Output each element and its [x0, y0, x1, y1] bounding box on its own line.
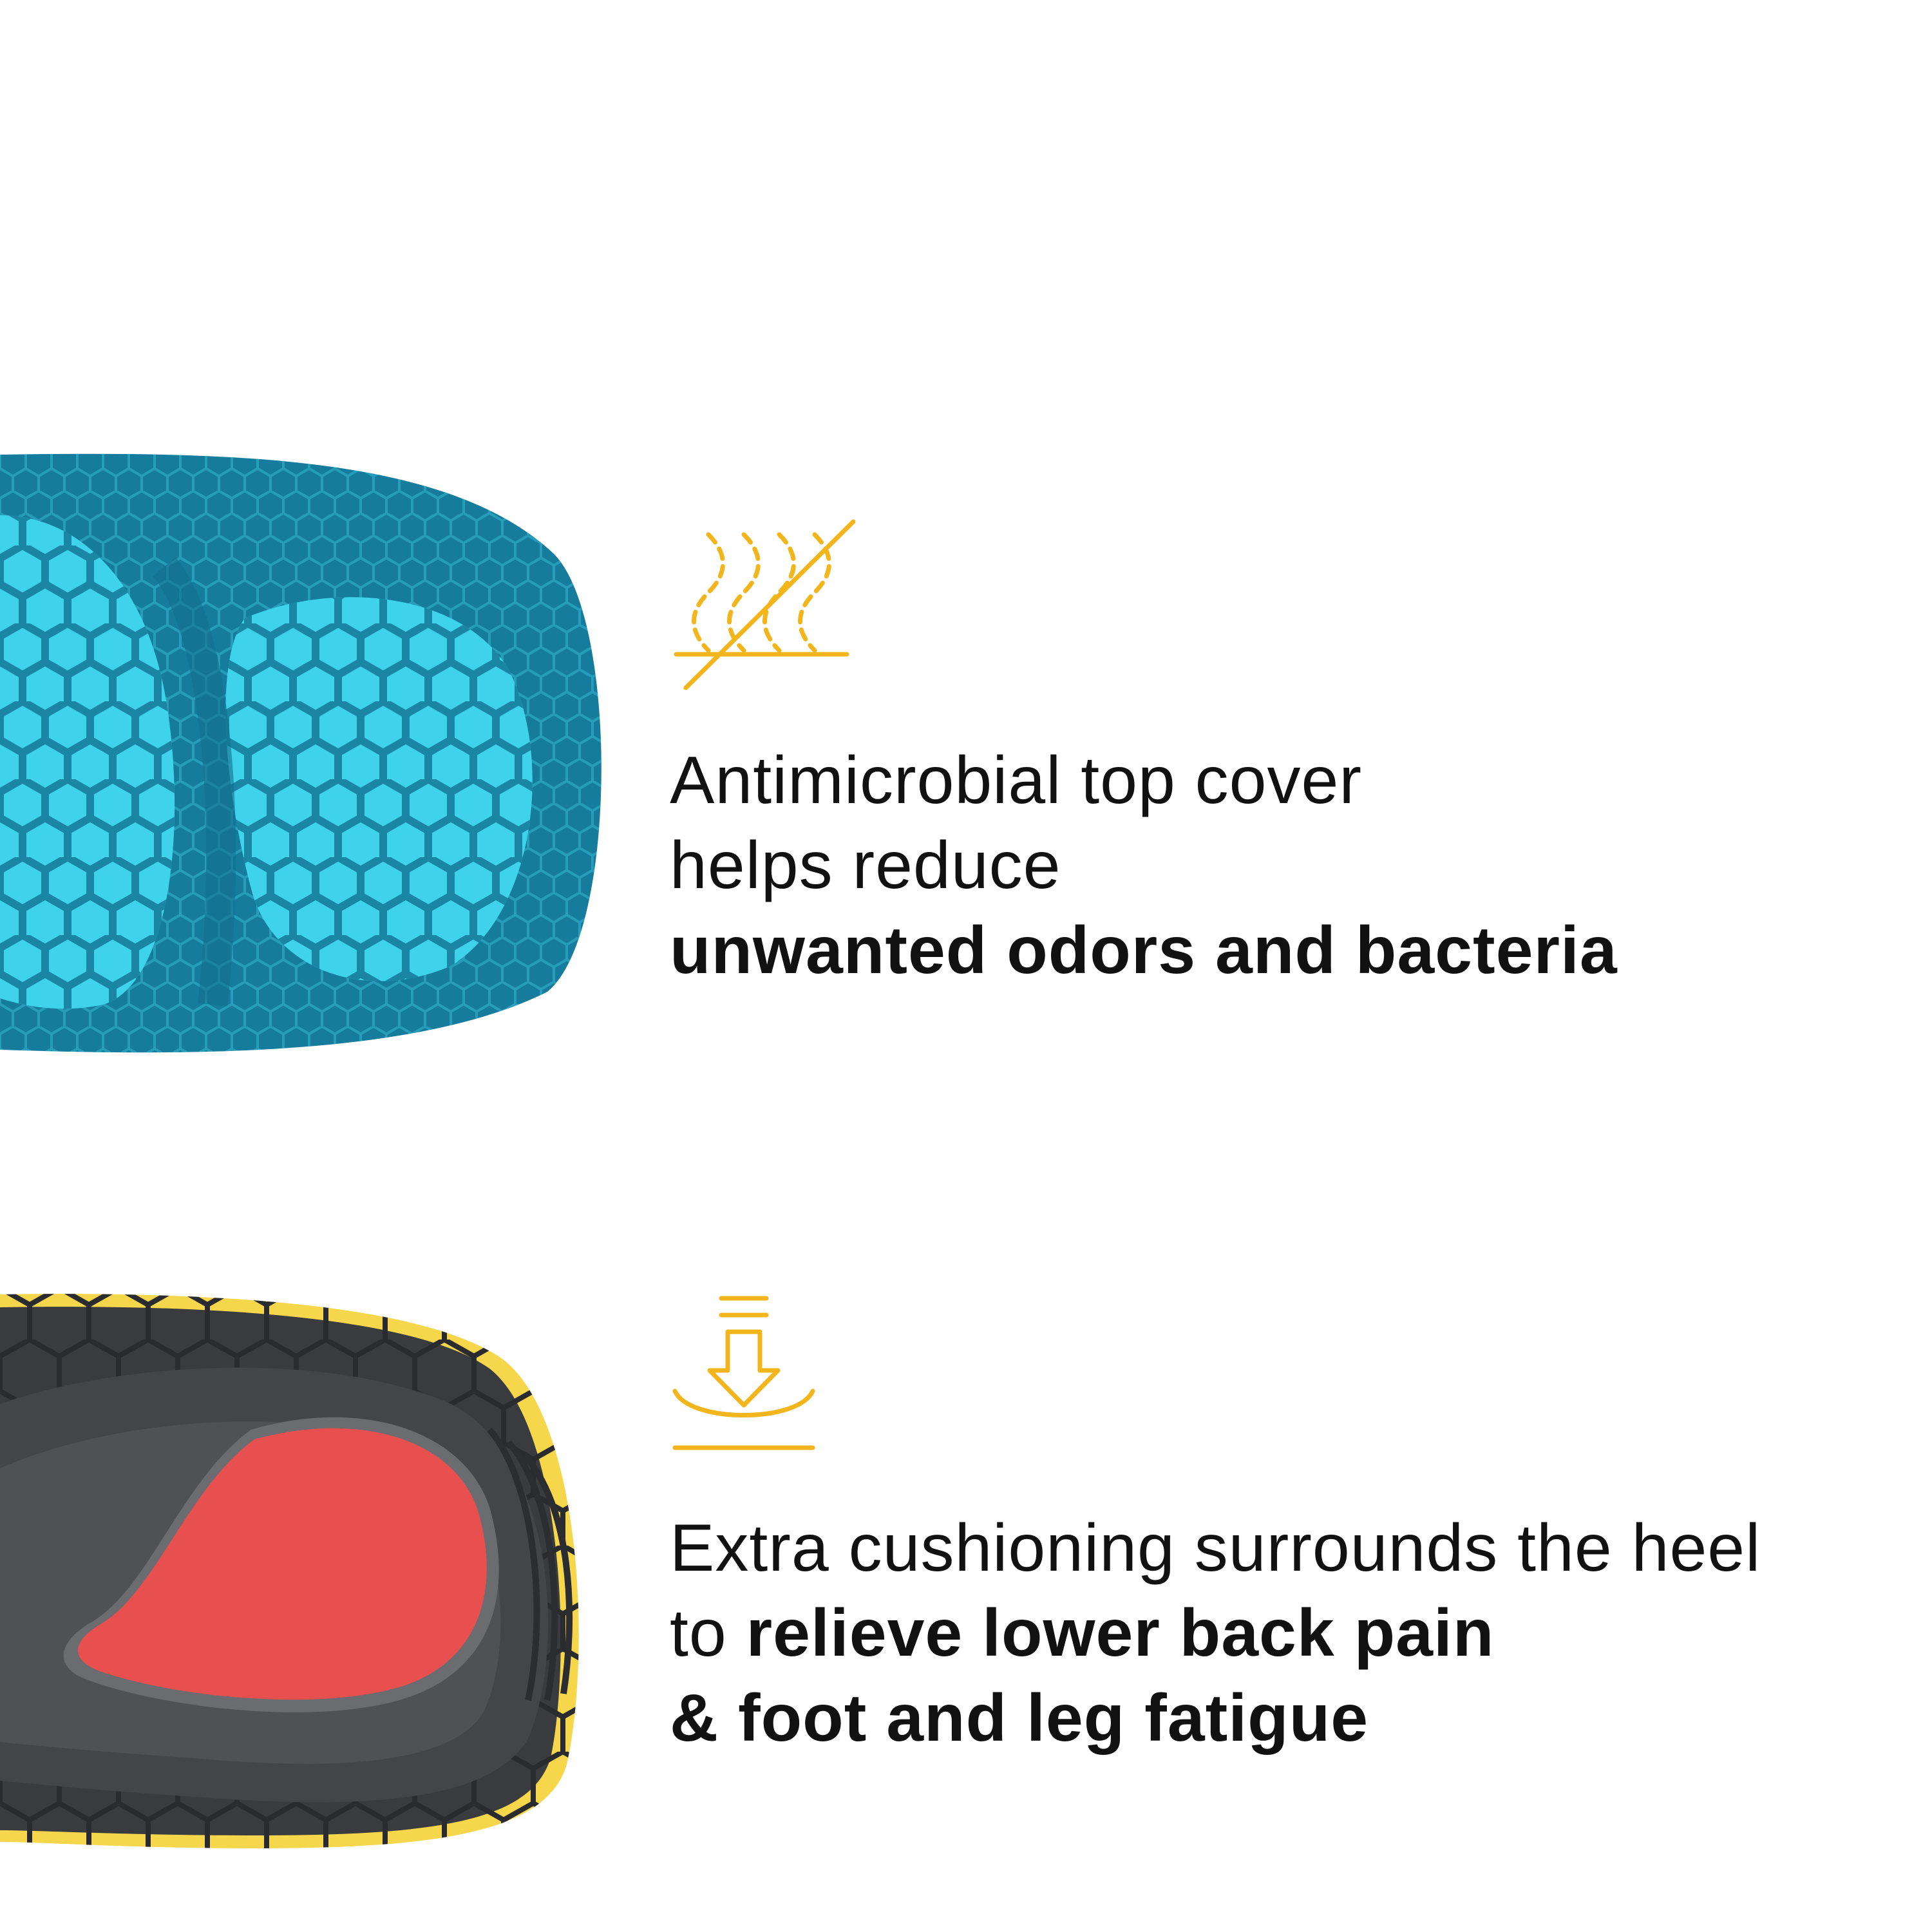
- feature-heel-cushioning: Extra cushioning surrounds the heel to r…: [670, 1294, 1893, 1761]
- press-down-cushion-icon: [672, 1296, 815, 1450]
- caption-line: to: [670, 1596, 746, 1671]
- caption-line: Extra cushioning surrounds the heel: [670, 1511, 1761, 1586]
- caption-highlight: unwanted odors and bacteria: [670, 913, 1618, 988]
- heel-insole-image: [0, 1294, 579, 1848]
- feature-antimicrobial: Antimicrobial top cover helps reduce unw…: [670, 515, 1893, 993]
- cushioning-caption: Extra cushioning surrounds the heel to r…: [670, 1506, 1893, 1761]
- no-odor-vapor-icon: [674, 519, 856, 690]
- caption-highlight: & foot and leg fatigue: [670, 1681, 1369, 1756]
- caption-highlight: relieve lower back pain: [746, 1596, 1495, 1671]
- caption-line: helps reduce: [670, 828, 1061, 903]
- top-cover-image: [0, 453, 601, 1053]
- caption-line: Antimicrobial top cover: [670, 743, 1362, 818]
- antimicrobial-caption: Antimicrobial top cover helps reduce unw…: [670, 738, 1893, 993]
